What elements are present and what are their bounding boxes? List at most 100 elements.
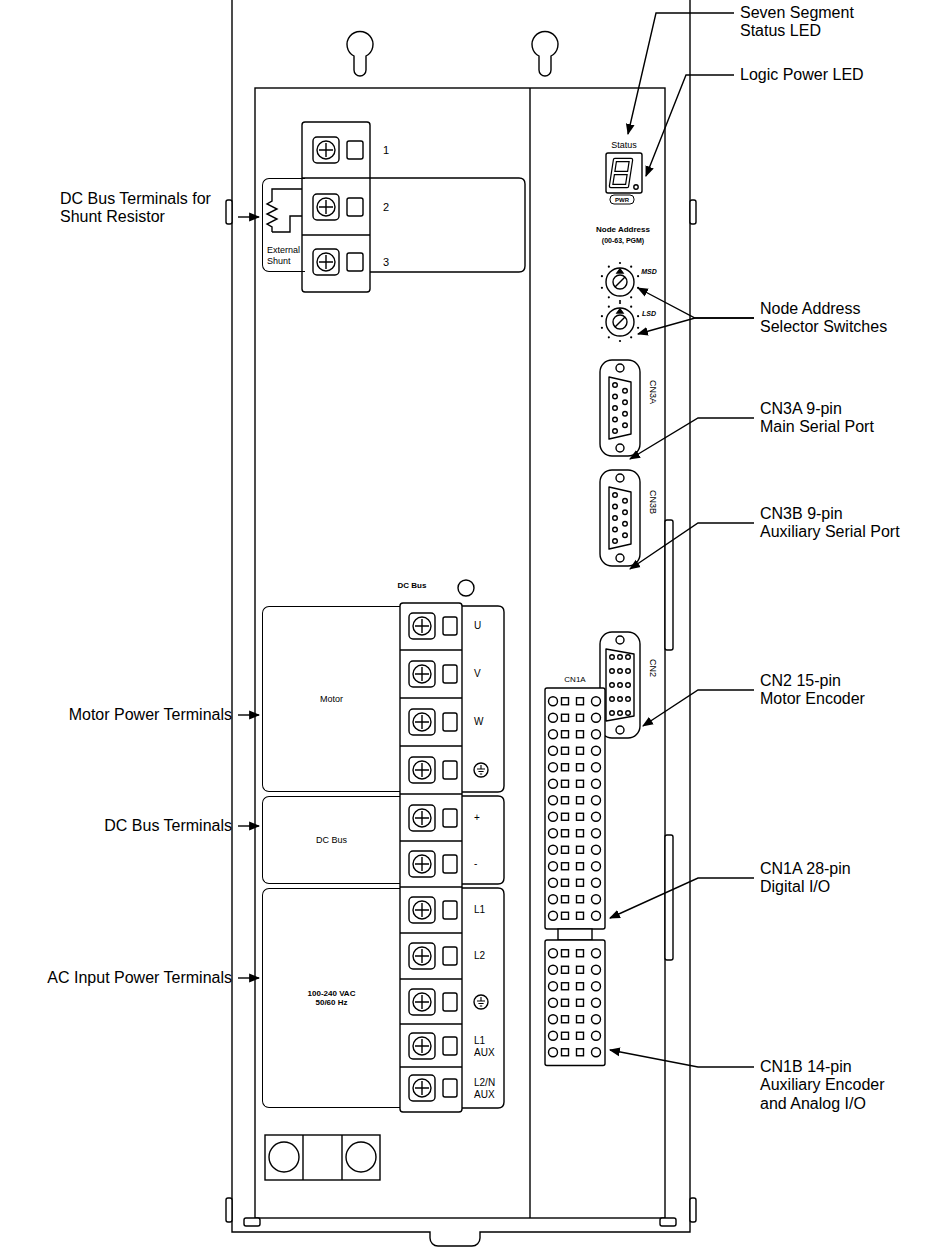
dsub-pin (613, 539, 618, 544)
terminal-clamp (347, 141, 363, 159)
terminal-clamp (443, 947, 457, 965)
dsub-pin (613, 383, 618, 388)
panel-marking: CN1A (564, 675, 585, 684)
dial-tick (630, 306, 632, 308)
io-pin (562, 797, 569, 804)
drive-housing (255, 88, 665, 1218)
screw-slot (319, 255, 333, 269)
label-anchor: Motor Power Terminals (69, 706, 232, 724)
panel-outline (462, 888, 504, 1108)
terminal-screw-cell (409, 709, 435, 735)
dsub-pin (610, 711, 615, 716)
dsub-connector (600, 632, 640, 738)
io-terminal-block (545, 940, 605, 1066)
dial-tick (601, 275, 603, 277)
label-anchor: + (474, 812, 480, 824)
terminal-screw-cell (409, 989, 435, 1015)
callout-label: Logic Power LED (740, 66, 864, 84)
label-anchor: CN1A (564, 675, 585, 684)
io-pin (577, 1032, 584, 1039)
screw-slot (415, 1039, 429, 1053)
terminal-panel: 100-240 VAC 50/60 Hz (262, 888, 400, 1108)
label-anchor: L2/N AUX (474, 1077, 502, 1100)
dial-tick (608, 306, 610, 308)
io-release (592, 878, 601, 887)
leader-arrow (610, 878, 754, 918)
dsub-pin (618, 697, 623, 702)
dsub-pin (613, 394, 618, 399)
module-divider (529, 88, 530, 1218)
resistor-symbol (267, 196, 277, 232)
terminal-screw (413, 1037, 431, 1055)
panel-marking: + (474, 812, 480, 824)
bottom-foot (660, 1218, 676, 1226)
dsub-pin (626, 683, 631, 688)
terminal-screw-cell (409, 851, 435, 877)
io-pin (562, 1032, 569, 1039)
panel-marking: (00-63, PGM) (602, 237, 644, 245)
pwr-badge (610, 195, 634, 204)
dial-tick (637, 275, 639, 277)
terminal-clamp (443, 713, 457, 731)
dial-tick (601, 287, 603, 289)
screw-slot (415, 949, 429, 963)
terminal-clamp (443, 665, 457, 683)
io-release (592, 949, 601, 958)
terminal-divider (400, 1023, 462, 1024)
terminal-screw-cell (409, 1075, 435, 1101)
io-pin (577, 764, 584, 771)
bracket-hole (346, 1142, 376, 1172)
io-release (549, 911, 558, 920)
dial-tick (608, 296, 610, 298)
io-pin (577, 1049, 584, 1056)
terminal-divider (400, 840, 462, 841)
panel-label: DC Bus (316, 835, 347, 845)
panel-marking: L2/N AUX (474, 1077, 502, 1100)
panel-marking: 3 (383, 256, 389, 269)
terminal-divider (400, 978, 462, 979)
screw-slot (319, 143, 333, 157)
io-pin (562, 846, 569, 853)
io-pin (577, 950, 584, 957)
terminal-divider (400, 886, 462, 887)
dsub-connector (600, 470, 640, 566)
io-pin (562, 966, 569, 973)
panel-marking: CN3A (648, 380, 658, 404)
dsub-screw (616, 726, 624, 734)
seven-segment-digit (611, 160, 631, 186)
terminal-clamp (347, 253, 363, 271)
panel-marking: CN2 (648, 659, 658, 677)
leader-arrow (646, 75, 734, 176)
shunt-panel-outline (370, 178, 525, 272)
bracket-divider (341, 1135, 342, 1180)
ground-symbol (477, 997, 485, 1006)
callout-label: CN1B 14-pin Auxiliary Encoder and Analog… (760, 1058, 905, 1113)
io-release (592, 845, 601, 854)
terminal-screw (413, 993, 431, 1011)
io-pin (577, 830, 584, 837)
terminal-clamp (443, 761, 457, 779)
panel-marking: PWR (615, 196, 629, 203)
ground-symbol (474, 763, 488, 777)
ground-symbol (477, 765, 485, 774)
io-release (592, 1015, 601, 1024)
terminal-screw-cell (409, 757, 435, 783)
dsub-pin (623, 423, 628, 428)
label-anchor: CN3B 9-pin Auxiliary Serial Port (760, 505, 904, 542)
panel-label: 100-240 VAC 50/60 Hz (297, 989, 367, 1007)
terminal-screw (317, 141, 335, 159)
side-screw (690, 200, 696, 224)
io-pin (577, 983, 584, 990)
terminal-clamp (443, 993, 457, 1011)
label-anchor: CN3A (648, 380, 658, 404)
ground-symbol (474, 995, 488, 1009)
dsub-pin (613, 504, 618, 509)
screw-slot (319, 200, 333, 214)
io-release (549, 878, 558, 887)
terminal-panel: DC Bus (262, 796, 400, 884)
dsub-pin (618, 669, 623, 674)
terminal-clamp (443, 617, 457, 635)
io-release (592, 965, 601, 974)
io-pin (577, 813, 584, 820)
